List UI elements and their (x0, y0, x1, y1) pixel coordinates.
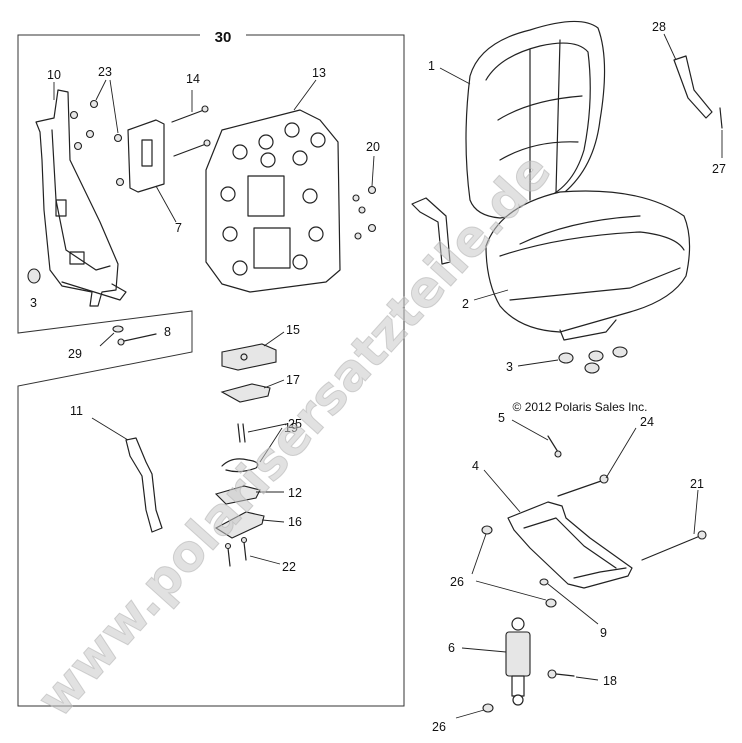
part-23-nuts (69, 99, 125, 187)
callout-17: 17 (286, 373, 300, 387)
leader-16 (261, 519, 285, 523)
callout-23: 23 (98, 65, 112, 79)
leader-22 (249, 555, 281, 565)
leader-2 (473, 289, 509, 301)
callout-10: 10 (47, 68, 61, 82)
leader-28 (663, 33, 677, 61)
leader-7 (155, 185, 177, 223)
leader-25 (247, 423, 287, 433)
part-seat-strap-left (411, 197, 451, 265)
part-8-bolt (117, 333, 157, 346)
callout-3-left: 3 (30, 296, 37, 310)
part-2-seat-cushion (485, 190, 691, 341)
callout-27: 27 (712, 162, 726, 176)
part-5-fitting (547, 435, 562, 458)
callout-21: 21 (690, 477, 704, 491)
callout-11: 11 (70, 404, 83, 418)
callout-12: 12 (288, 486, 302, 500)
callout-25: 25 (288, 417, 302, 431)
callout-4: 4 (472, 459, 479, 473)
callout-22: 22 (282, 560, 296, 574)
part-27-pin (719, 107, 723, 129)
callout-20: 20 (366, 140, 380, 154)
part-18-bolt (547, 669, 575, 679)
callout-2: 2 (462, 297, 469, 311)
leader-26-lower (455, 709, 485, 719)
leader-20 (371, 155, 375, 187)
callout-26-upper: 26 (450, 575, 464, 589)
leader-15 (263, 331, 285, 347)
leader-3-right (517, 359, 559, 367)
callout-16: 16 (288, 515, 302, 529)
part-3-nut-left (27, 268, 41, 284)
callout-9: 9 (600, 626, 607, 640)
callout-5: 5 (498, 411, 505, 425)
leader-18 (575, 676, 599, 681)
group-frame-30 (17, 34, 405, 707)
part-26-nut-lower (482, 703, 494, 713)
leader-5 (511, 419, 549, 441)
callout-8: 8 (164, 325, 171, 339)
leader-13 (293, 79, 317, 111)
part-24-bolt (557, 474, 609, 497)
part-19-clip (221, 458, 259, 473)
part-4-seat-frame (507, 501, 633, 589)
part-21-long-bolt (641, 530, 707, 561)
leader-23b (109, 79, 119, 134)
part-25-pins (237, 423, 246, 443)
part-28-strap (673, 55, 713, 119)
part-20-bolts (352, 185, 377, 240)
leader-29 (99, 332, 115, 347)
leader-26a (471, 533, 487, 575)
leader-4 (483, 469, 521, 513)
part-11-strap (125, 437, 163, 533)
callout-3-right: 3 (506, 360, 513, 374)
callout-14: 14 (186, 72, 200, 86)
leader-17 (263, 379, 285, 389)
part-6-shock (505, 617, 531, 706)
callout-15: 15 (286, 323, 300, 337)
part-17-bracket (220, 383, 271, 403)
part-15-hole (240, 353, 248, 361)
part-14-bolts (171, 105, 211, 157)
callout-28: 28 (652, 20, 666, 34)
part-15-block (221, 343, 277, 371)
leader-1 (439, 67, 471, 85)
part-3-nuts-right (558, 346, 628, 374)
leader-11 (91, 417, 129, 441)
part-12-plate (214, 485, 261, 505)
group-label-30: 30 (215, 29, 232, 46)
leader-23a (95, 79, 107, 101)
copyright-text: © 2012 Polaris Sales Inc. (513, 400, 648, 414)
callout-13: 13 (312, 66, 326, 80)
part-26-nut-b (545, 598, 557, 608)
leader-24 (605, 427, 637, 479)
part-7-plate (127, 119, 165, 193)
part-13-seat-plate (205, 109, 341, 293)
part-10-bracket (35, 89, 127, 307)
leader-9 (547, 583, 599, 625)
leader-26b (475, 580, 547, 601)
part-1-seat-back (465, 20, 606, 219)
callout-18: 18 (603, 674, 617, 688)
callout-19: 19 (284, 421, 298, 435)
callout-7: 7 (175, 221, 182, 235)
part-22-screws (224, 536, 248, 567)
leader-21 (693, 489, 699, 535)
leader-19 (259, 427, 283, 463)
callout-26-lower: 26 (432, 720, 446, 734)
callout-1: 1 (428, 59, 435, 73)
callout-6: 6 (448, 641, 455, 655)
callout-24: 24 (640, 415, 654, 429)
part-26-nut-a (481, 525, 493, 535)
leader-6 (461, 647, 507, 653)
callout-29: 29 (68, 347, 82, 361)
part-29-washer (112, 325, 124, 333)
part-9-nut (539, 578, 549, 586)
